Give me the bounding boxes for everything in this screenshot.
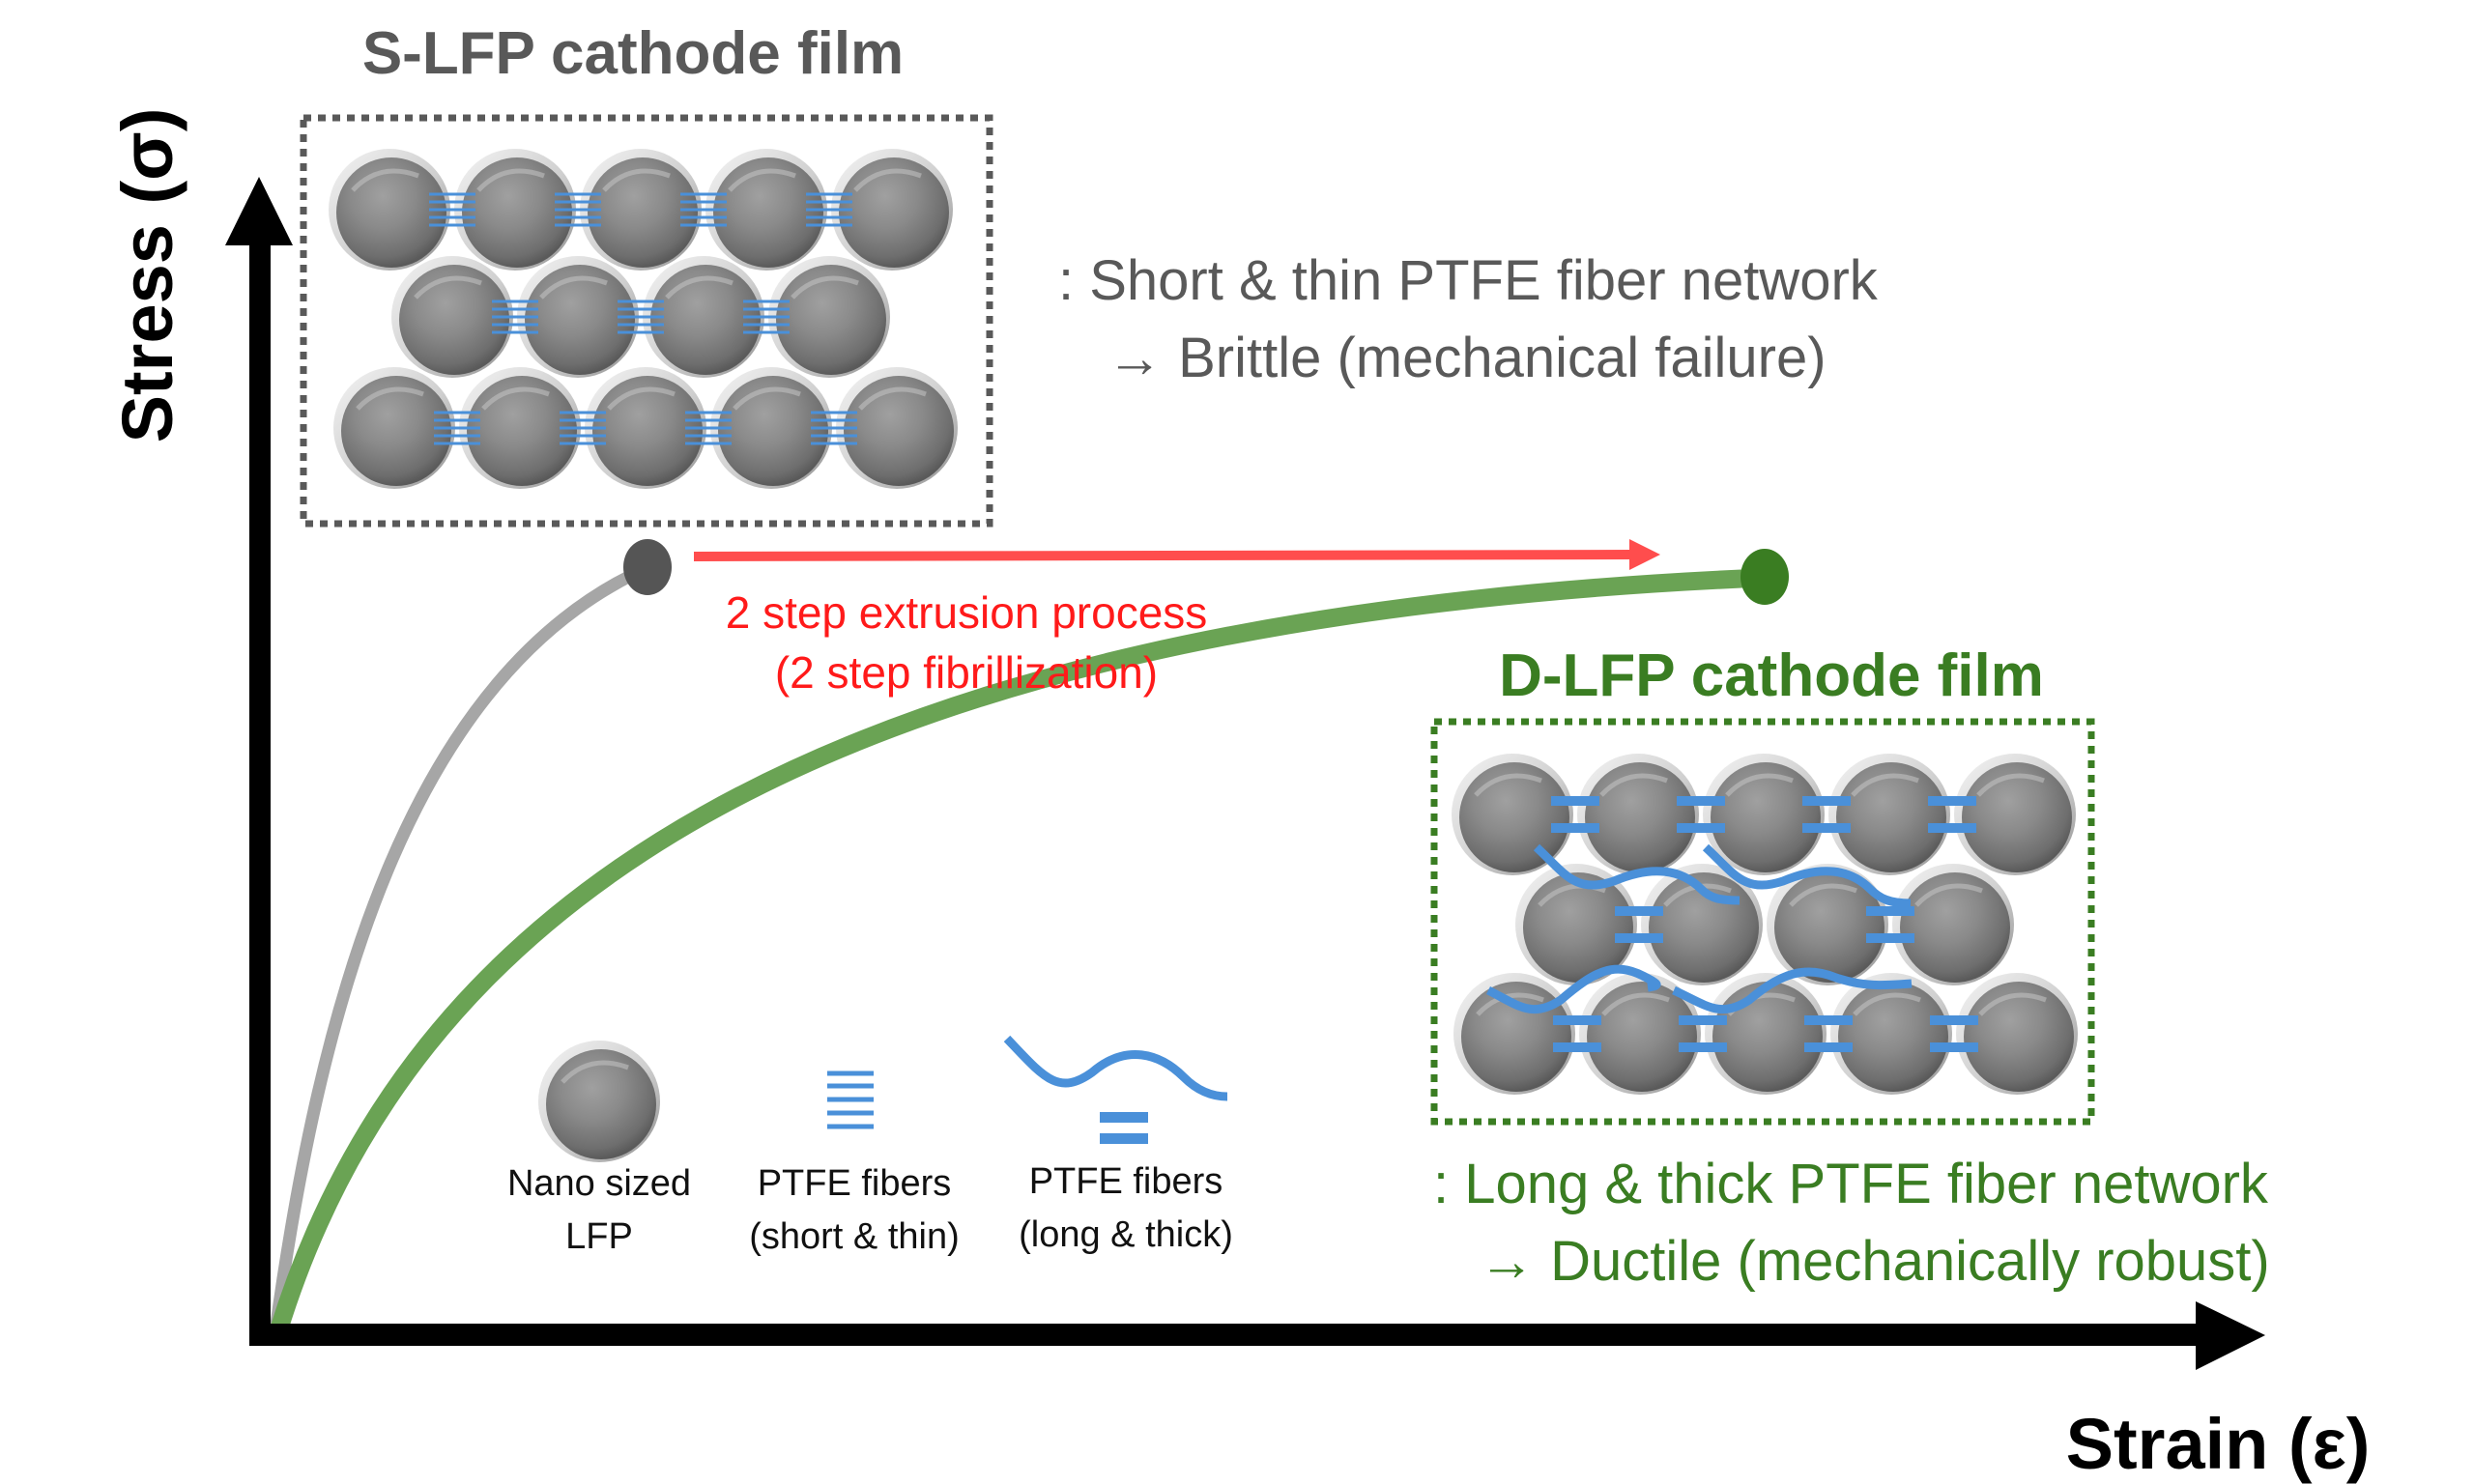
y-axis-label: Stress (σ) xyxy=(107,108,187,443)
short-thin-fiber xyxy=(618,300,664,334)
d-lfp-title: D-LFP cathode film xyxy=(1499,642,2044,709)
long-thick-fiber-bar xyxy=(1804,1015,1853,1052)
s-lfp-description-line1: : Short & thin PTFE fiber network xyxy=(1058,249,1879,312)
lfp-particle xyxy=(1956,973,2078,1095)
s-lfp-failure-point xyxy=(623,539,672,595)
lfp-particle xyxy=(1828,754,1950,875)
legend: Nano sized LFP PTFE fibers (short & thin… xyxy=(507,1035,1233,1257)
lfp-particle xyxy=(1577,754,1699,875)
short-thin-fiber xyxy=(429,192,475,227)
process-arrow xyxy=(693,539,1660,570)
legend-lfp-label-line1: Nano sized xyxy=(507,1163,691,1204)
process-label-line1: 2 step extrusion process xyxy=(726,587,1208,638)
long-thick-fiber-bar xyxy=(1615,906,1663,943)
d-lfp-failure-point xyxy=(1740,549,1789,605)
d-lfp-film-box xyxy=(1430,718,2095,1126)
legend-long-fiber-label-line1: PTFE fibers xyxy=(1029,1161,1223,1202)
long-thick-fiber-bar xyxy=(1679,1015,1727,1052)
d-lfp-particle-array xyxy=(1452,754,2078,1095)
short-thin-fiber xyxy=(492,300,538,334)
long-thick-fiber-bar xyxy=(1802,796,1851,833)
s-lfp-title: S-LFP cathode film xyxy=(362,20,904,87)
long-thick-fiber-icon xyxy=(1003,1035,1228,1144)
legend-long-fiber-label-line2: (long & thick) xyxy=(1019,1214,1233,1255)
long-fiber-strand xyxy=(1533,843,1740,905)
short-thin-fiber xyxy=(685,411,732,445)
short-thin-fiber xyxy=(743,300,790,334)
d-lfp-description-line2: → Ductile (mechanically robust) xyxy=(1479,1230,2270,1293)
legend-short-fiber-label-line2: (short & thin) xyxy=(749,1216,960,1257)
short-thin-fiber xyxy=(806,192,852,227)
s-lfp-description-line2: → Brittle (mechanical failure) xyxy=(1107,327,1827,389)
short-thin-fiber xyxy=(680,192,727,227)
long-thick-fiber-bar xyxy=(1551,796,1599,833)
long-thick-fiber-bar xyxy=(1930,1015,1978,1052)
process-label-line2: (2 step fibrillization) xyxy=(775,647,1158,698)
short-thin-fiber xyxy=(555,192,601,227)
long-fiber-strand xyxy=(1485,964,1661,1013)
short-thin-fiber xyxy=(434,411,480,445)
y-axis-arrow xyxy=(225,177,293,1346)
d-lfp-description-line1: : Long & thick PTFE fiber network xyxy=(1433,1153,2269,1215)
long-thick-fiber-bar xyxy=(1677,796,1725,833)
lfp-particle xyxy=(1954,754,2076,875)
short-thin-fiber-icon xyxy=(827,1070,874,1129)
long-fiber-strand xyxy=(1702,843,1912,908)
short-thin-fiber xyxy=(811,411,857,445)
long-thick-fiber-bar xyxy=(1866,906,1914,943)
lfp-particle-icon xyxy=(538,1041,660,1162)
s-lfp-film-box xyxy=(300,114,993,528)
lfp-particle xyxy=(1830,973,1952,1095)
short-thin-fiber xyxy=(560,411,606,445)
lfp-particle xyxy=(1453,973,1575,1095)
long-thick-fiber-bar xyxy=(1553,1015,1601,1052)
x-axis-label: Strain (ε) xyxy=(2066,1404,2371,1484)
s-lfp-particle-array xyxy=(329,149,958,489)
long-thick-fiber-bar xyxy=(1928,796,1976,833)
x-axis-arrow xyxy=(249,1301,2265,1370)
lfp-particle xyxy=(1892,864,2014,985)
d-lfp-stress-strain-curve xyxy=(269,568,1773,1341)
lfp-particle xyxy=(1452,754,1573,875)
legend-short-fiber-label-line1: PTFE fibers xyxy=(758,1163,952,1204)
legend-lfp-label-line2: LFP xyxy=(565,1216,633,1257)
long-fiber-strand xyxy=(1672,967,1913,1013)
s-lfp-stress-strain-curve xyxy=(269,561,653,1338)
